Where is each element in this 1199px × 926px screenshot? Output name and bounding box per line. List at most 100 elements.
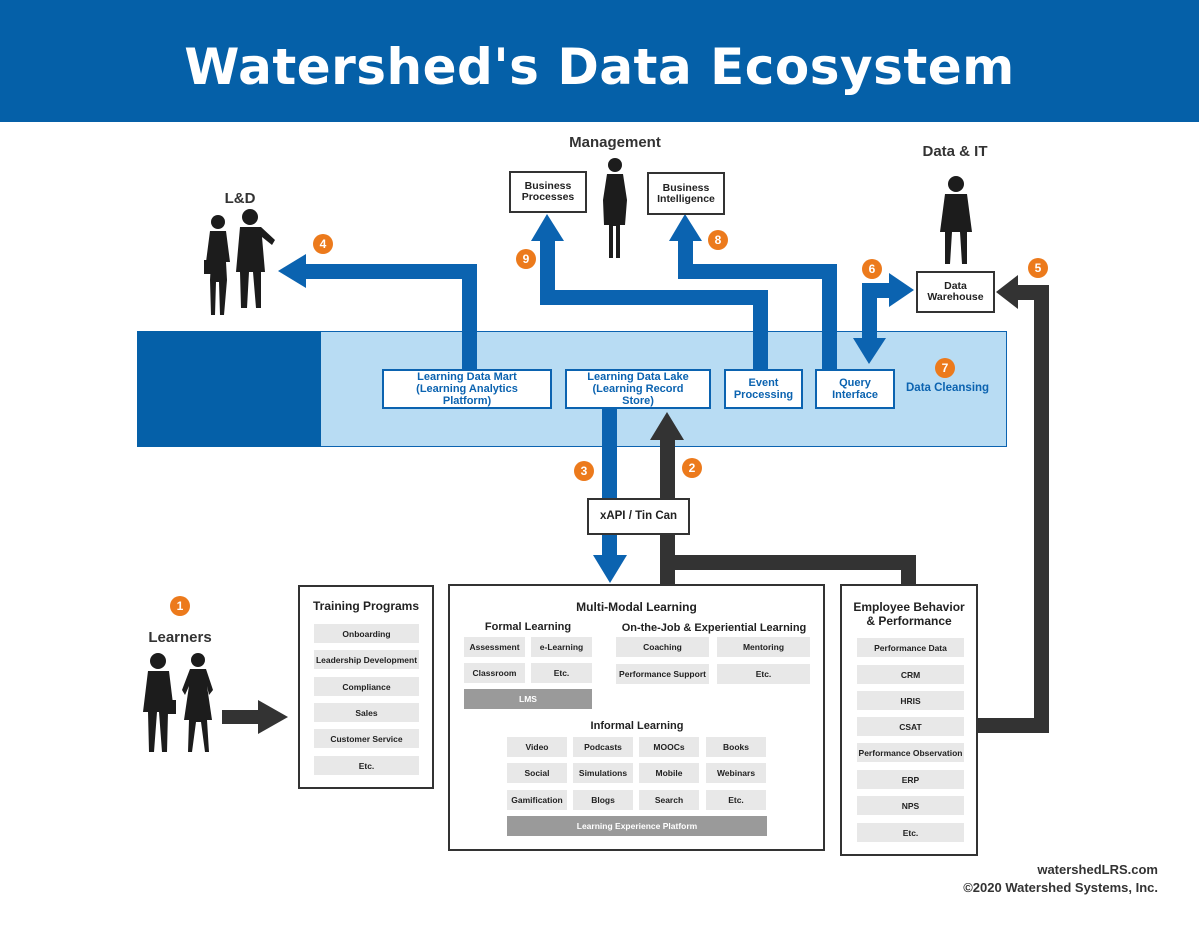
badge-6: 6 (862, 259, 882, 279)
training-item: Leadership Development (314, 650, 419, 669)
badge-4: 4 (313, 234, 333, 254)
formal-item: Classroom (464, 663, 525, 683)
arrow-learners-to-training-head (258, 700, 288, 734)
data-it-figure (940, 176, 972, 264)
arrow-6-h (862, 283, 892, 298)
xapi-box: xAPI / Tin Can (587, 498, 690, 535)
footer-copyright: ©2020 Watershed Systems, Inc. (963, 880, 1158, 895)
employee-item: Performance Data (857, 638, 964, 657)
arrow-employee-branch-h (660, 555, 916, 570)
informal-item: Social (507, 763, 567, 783)
arrow-2-head (650, 412, 684, 440)
query-interface-box: Query Interface (815, 369, 895, 409)
informal-item: Etc. (706, 790, 766, 810)
arrow-9-v-right (753, 290, 768, 372)
arrow-6-head-right (889, 273, 914, 307)
arrow-5-v (1034, 287, 1049, 733)
lms-bar: LMS (464, 689, 592, 709)
formal-item: Etc. (531, 663, 592, 683)
learning-data-lake-box: Learning Data Lake (Learning Record Stor… (565, 369, 711, 409)
employee-behavior-title: Employee Behavior & Performance (853, 600, 965, 628)
arrow-6-head-down (853, 338, 886, 364)
learning-data-mart-box: Learning Data Mart (Learning Analytics P… (382, 369, 552, 409)
on-the-job-item: Performance Support (616, 664, 709, 684)
arrow-4-h (304, 264, 477, 279)
management-figure (603, 158, 627, 258)
page-title: Watershed's Data Ecosystem (184, 38, 1015, 96)
arrow-3-shaft (602, 408, 617, 558)
on-the-job-item: Etc. (717, 664, 810, 684)
arrow-9-head (531, 214, 564, 241)
informal-item: Books (706, 737, 766, 757)
badge-7: 7 (935, 358, 955, 378)
learners-label: Learners (148, 629, 212, 646)
arrow-5-head (996, 275, 1018, 309)
training-item: Onboarding (314, 624, 419, 643)
data-warehouse-box: Data Warehouse (916, 271, 995, 313)
informal-item: Video (507, 737, 567, 757)
arrow-8-h (678, 264, 837, 279)
ld-figures (204, 209, 275, 315)
data-cleansing-label: Data Cleansing (906, 382, 990, 394)
informal-item: MOOCs (639, 737, 699, 757)
business-intelligence-box: Business Intelligence (647, 172, 725, 215)
learning-experience-platform-bar: Learning Experience Platform (507, 816, 767, 836)
badge-5: 5 (1028, 258, 1048, 278)
business-processes-box: Business Processes (509, 171, 587, 213)
informal-item: Mobile (639, 763, 699, 783)
arrow-4-head (278, 254, 306, 288)
informal-item: Simulations (573, 763, 633, 783)
footer-url: watershedLRS.com (1037, 862, 1158, 877)
training-item: Etc. (314, 756, 419, 775)
multi-modal-title: Multi-Modal Learning (576, 600, 697, 614)
employee-item: Etc. (857, 823, 964, 842)
on-the-job-title: On-the-Job & Experiential Learning (621, 622, 807, 634)
arrow-9-v-left (540, 238, 555, 305)
employee-item: NPS (857, 796, 964, 815)
employee-item: ERP (857, 770, 964, 789)
training-item: Sales (314, 703, 419, 722)
badge-3: 3 (574, 461, 594, 481)
formal-learning-title: Formal Learning (484, 621, 572, 633)
arrow-4-v (462, 264, 477, 372)
platform-band-dark-block (137, 331, 321, 447)
employee-item: CRM (857, 665, 964, 684)
ld-label: L&D (224, 190, 256, 207)
informal-item: Search (639, 790, 699, 810)
badge-1: 1 (170, 596, 190, 616)
badge-2: 2 (682, 458, 702, 478)
arrow-8-v-left (678, 238, 693, 279)
learners-figures (143, 653, 213, 752)
on-the-job-item: Coaching (616, 637, 709, 657)
on-the-job-item: Mentoring (717, 637, 810, 657)
arrow-8-head (669, 214, 702, 241)
title-banner: Watershed's Data Ecosystem (0, 0, 1199, 122)
employee-behavior-panel: Employee Behavior & Performance Performa… (840, 584, 978, 856)
training-item: Compliance (314, 677, 419, 696)
informal-item: Gamification (507, 790, 567, 810)
badge-8: 8 (708, 230, 728, 250)
arrow-employee-branch-v (901, 555, 916, 586)
formal-item: Assessment (464, 637, 525, 657)
arrow-5-h-bottom (978, 718, 1049, 733)
event-processing-box: Event Processing (724, 369, 803, 409)
arrow-3-head (593, 555, 627, 583)
informal-item: Blogs (573, 790, 633, 810)
training-programs-panel: Training Programs Onboarding Leadership … (298, 585, 434, 789)
informal-item: Podcasts (573, 737, 633, 757)
arrow-learners-to-training (222, 710, 262, 724)
data-it-label: Data & IT (922, 143, 988, 160)
formal-item: e-Learning (531, 637, 592, 657)
multi-modal-learning-panel: Multi-Modal Learning Formal Learning Ass… (448, 584, 825, 851)
informal-learning-title: Informal Learning (590, 720, 684, 732)
management-label: Management (569, 134, 661, 151)
employee-item: HRIS (857, 691, 964, 710)
training-item: Customer Service (314, 729, 419, 748)
arrow-5-h-top (1016, 285, 1049, 300)
arrow-8-v-right (822, 264, 837, 372)
employee-item: Performance Observation (857, 743, 964, 762)
informal-item: Webinars (706, 763, 766, 783)
badge-9: 9 (516, 249, 536, 269)
arrow-9-h (540, 290, 768, 305)
